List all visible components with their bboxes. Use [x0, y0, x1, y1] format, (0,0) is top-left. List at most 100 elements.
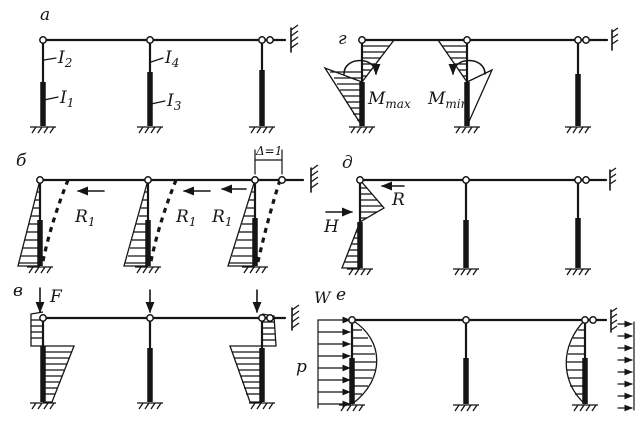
panel-d-label: д — [342, 153, 353, 173]
panel-g-hinge-2 — [463, 36, 471, 44]
panel-d-moment-hatch — [344, 187, 382, 263]
panel-d-ground-2 — [453, 268, 479, 276]
panel-d-hinge-4 — [582, 176, 590, 184]
panel-b-ground-1 — [27, 266, 53, 274]
panel-v-moment-diagram-1 — [30, 311, 75, 403]
panel-g-ground-2 — [454, 126, 480, 134]
panel-v: в F — [13, 281, 300, 410]
label-Mmax: Mmax — [367, 89, 411, 111]
label-R1-1: R1 — [74, 207, 95, 229]
panel-a-hinge-1 — [39, 36, 47, 44]
panel-e: е W p — [296, 285, 635, 412]
panel-b-moment-hatch-1 — [19, 191, 40, 264]
panel-b-deflection-2 — [148, 179, 178, 267]
panel-d-hinge-1 — [356, 176, 364, 184]
panel-e-wall-hatch — [610, 307, 618, 331]
label-I1: I1 — [59, 88, 74, 110]
panel-g-moment-arrow-min — [448, 59, 486, 76]
panel-b-deflection-3 — [255, 179, 282, 267]
panel-g-ground-1 — [349, 126, 375, 134]
panel-b-hinge-4 — [278, 176, 286, 184]
panel-b-hinge-1 — [36, 176, 44, 184]
panel-v-hinge-1 — [39, 314, 47, 322]
panel-b-label: б — [16, 151, 27, 171]
panel-a-label: а — [40, 5, 50, 25]
panel-v-wall-hatch — [291, 304, 300, 329]
panel-g-ground-3 — [565, 126, 591, 134]
label-I4: I4 — [164, 48, 179, 70]
panel-b-moment-diagram-1 — [17, 179, 41, 267]
label-p: p — [296, 357, 307, 377]
panel-e-load-arrows-left — [317, 316, 351, 408]
panel-a-leader-I4 — [150, 57, 164, 63]
panel-e-moment-diagram-1 — [351, 319, 378, 405]
panel-b-hinge-3 — [251, 176, 259, 184]
panel-v-ground-1 — [30, 402, 56, 410]
label-R: R — [391, 190, 405, 210]
panel-g-wall-hatch — [611, 27, 619, 45]
panel-b-wall-hatch — [310, 164, 319, 189]
panel-d-ground-1 — [347, 268, 373, 276]
panel-a-leader-I1 — [43, 96, 59, 101]
panel-e-hinge-1 — [348, 316, 356, 324]
panel-a-ground-3 — [249, 126, 275, 134]
panel-b-deflection-1 — [40, 179, 70, 267]
panel-b-moment-hatch-2 — [125, 191, 148, 264]
panel-e-hinge-4 — [589, 316, 597, 324]
panel-d-moment-diagram — [341, 179, 386, 269]
panel-g-moment-hatch-1 — [330, 45, 390, 121]
panel-v-ground-3 — [249, 402, 275, 410]
label-delta: Δ=1 — [255, 144, 282, 158]
panel-a: а — [30, 5, 299, 134]
panel-a-hinge-3 — [258, 36, 266, 44]
panel-e-ground-3 — [572, 404, 598, 412]
panel-b-hinge-2 — [144, 176, 152, 184]
panel-g-label: г — [338, 29, 347, 49]
panel-e-hinge-2 — [462, 316, 470, 324]
panel-d-ground-3 — [565, 268, 591, 276]
panel-e-load-arrows-right — [617, 320, 633, 412]
panel-e-moment-diagram-3 — [565, 319, 586, 405]
panel-e-label: е — [336, 285, 346, 305]
panel-v-moment-hatch-3 — [232, 321, 276, 395]
panel-g-moment-arrow-max — [343, 59, 381, 76]
panel-g: г — [323, 27, 619, 134]
panel-d-hinge-2 — [462, 176, 470, 184]
panel-a-wall-hatch — [290, 24, 299, 49]
label-F: F — [49, 287, 63, 307]
label-W: W — [314, 288, 332, 307]
panel-v-hinge-4 — [266, 314, 274, 322]
panel-d-wall-hatch — [609, 167, 617, 185]
label-Mmin: Mmin — [427, 89, 468, 111]
panel-a-ground-2 — [137, 126, 163, 134]
panel-v-hinge-3 — [258, 314, 266, 322]
panel-g-hinge-4 — [582, 36, 590, 44]
panel-d: д R H — [323, 153, 617, 276]
panel-b-ground-3 — [242, 266, 268, 274]
label-I3: I3 — [166, 91, 182, 113]
panel-e-moment-hatch-1 — [352, 329, 376, 395]
panel-b-moment-diagram-2 — [123, 179, 149, 267]
panel-e-ground-2 — [453, 404, 479, 412]
panel-g-hinge-3 — [574, 36, 582, 44]
panel-b-moment-hatch-3 — [229, 191, 255, 264]
panel-v-moment-hatch-1 — [31, 319, 72, 395]
panel-e-ground-1 — [339, 404, 365, 412]
panel-g-hinge-1 — [358, 36, 366, 44]
label-R1-2: R1 — [175, 207, 196, 229]
panel-a-ground-1 — [30, 126, 56, 134]
label-R1-3: R1 — [211, 207, 232, 229]
panel-v-label: в — [13, 281, 23, 301]
label-H: H — [323, 217, 340, 237]
panel-a-hinge-4 — [266, 36, 274, 44]
panel-v-hinge-2 — [146, 314, 154, 322]
panel-v-ground-2 — [137, 402, 163, 410]
panel-b-moment-diagram-3 — [227, 179, 256, 267]
panel-a-hinge-2 — [146, 36, 154, 44]
panel-b-ground-2 — [135, 266, 161, 274]
panel-e-moment-hatch-3 — [567, 329, 585, 395]
panel-a-leader-I2 — [43, 57, 57, 61]
panel-e-hinge-3 — [581, 316, 589, 324]
panel-a-leader-I3 — [150, 100, 166, 105]
